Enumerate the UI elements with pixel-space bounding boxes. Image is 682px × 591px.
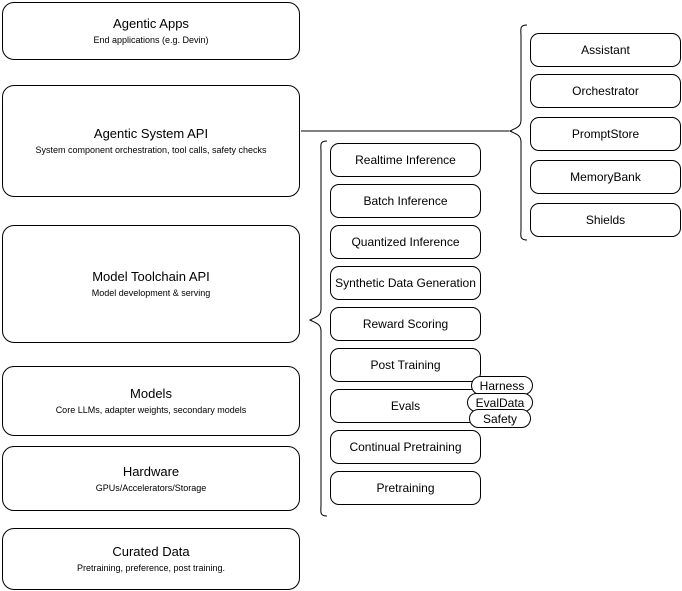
eval-pill-label: Safety [482,411,518,426]
component-label: Reward Scoring [362,317,449,331]
eval-pill-safety[interactable]: Safety [469,409,531,428]
stack-layer-title: Model Toolchain API [92,269,210,284]
agentic-component-orchestrator[interactable]: Orchestrator [530,74,681,108]
toolchain-component-quantized-inference[interactable]: Quantized Inference [330,225,481,259]
stack-layer-title: Models [130,386,172,401]
eval-pill-label: Harness [479,378,525,393]
toolchain-component-realtime-inference[interactable]: Realtime Inference [330,143,481,177]
stack-layer-subtitle: Core LLMs, adapter weights, secondary mo… [55,405,247,415]
component-label: Assistant [581,43,630,57]
toolchain-component-continual-pretraining[interactable]: Continual Pretraining [330,430,481,464]
toolchain-component-pretraining[interactable]: Pretraining [330,471,481,505]
stack-layer-title: Hardware [122,463,180,479]
stack-layer-subtitle: System component orchestration, tool cal… [35,145,267,155]
component-label: MemoryBank [570,170,641,184]
brace-toolchain-components [308,140,328,517]
stack-layer-subtitle: Pretraining, preference, post training. [76,563,226,573]
stack-layer-agentic-apps[interactable]: Agentic Apps End applications (e.g. Devi… [2,2,300,60]
agentic-component-shields[interactable]: Shields [530,203,681,237]
stack-layer-subtitle: End applications (e.g. Devin) [93,35,209,45]
stack-layer-model-toolchain-api[interactable]: Model Toolchain API Model development & … [2,225,300,343]
toolchain-component-post-training[interactable]: Post Training [330,348,481,382]
stack-layer-hardware[interactable]: Hardware GPUs/Accelerators/Storage [2,446,300,511]
toolchain-component-evals[interactable]: Evals [330,389,481,423]
component-label: Shields [585,213,626,227]
component-label: Continual Pretraining [349,440,462,454]
stack-layer-title: Agentic Apps [113,16,189,31]
stack-layer-title: Agentic System API [93,126,209,141]
stack-layer-title: Curated Data [112,544,190,559]
toolchain-component-batch-inference[interactable]: Batch Inference [330,184,481,218]
stack-layer-agentic-system-api[interactable]: Agentic System API System component orch… [2,85,300,197]
stack-layer-models[interactable]: Models Core LLMs, adapter weights, secon… [2,366,300,436]
component-label: Realtime Inference [355,153,456,167]
eval-pill-evaldata[interactable]: EvalData [467,393,533,412]
agentic-component-memorybank[interactable]: MemoryBank [530,160,681,194]
eval-pill-label: EvalData [475,395,525,410]
toolchain-component-synthetic-data-generation[interactable]: Synthetic Data Generation [330,266,481,300]
component-label: Synthetic Data Generation [335,276,476,290]
component-label: Quantized Inference [351,235,460,249]
component-label: Evals [390,399,421,413]
stack-layer-subtitle: Model development & serving [91,288,211,298]
stack-layer-subtitle: GPUs/Accelerators/Storage [95,482,207,493]
component-label: Post Training [370,358,441,372]
agentic-component-assistant[interactable]: Assistant [530,33,681,67]
stack-layer-curated-data[interactable]: Curated Data Pretraining, preference, po… [2,528,300,590]
component-label: Orchestrator [572,84,639,98]
agentic-component-promptstore[interactable]: PromptStore [530,117,681,151]
component-label: Batch Inference [363,194,448,208]
brace-agentic-components [508,24,528,241]
toolchain-component-reward-scoring[interactable]: Reward Scoring [330,307,481,341]
component-label: Pretraining [376,481,435,495]
component-label: PromptStore [571,127,640,141]
